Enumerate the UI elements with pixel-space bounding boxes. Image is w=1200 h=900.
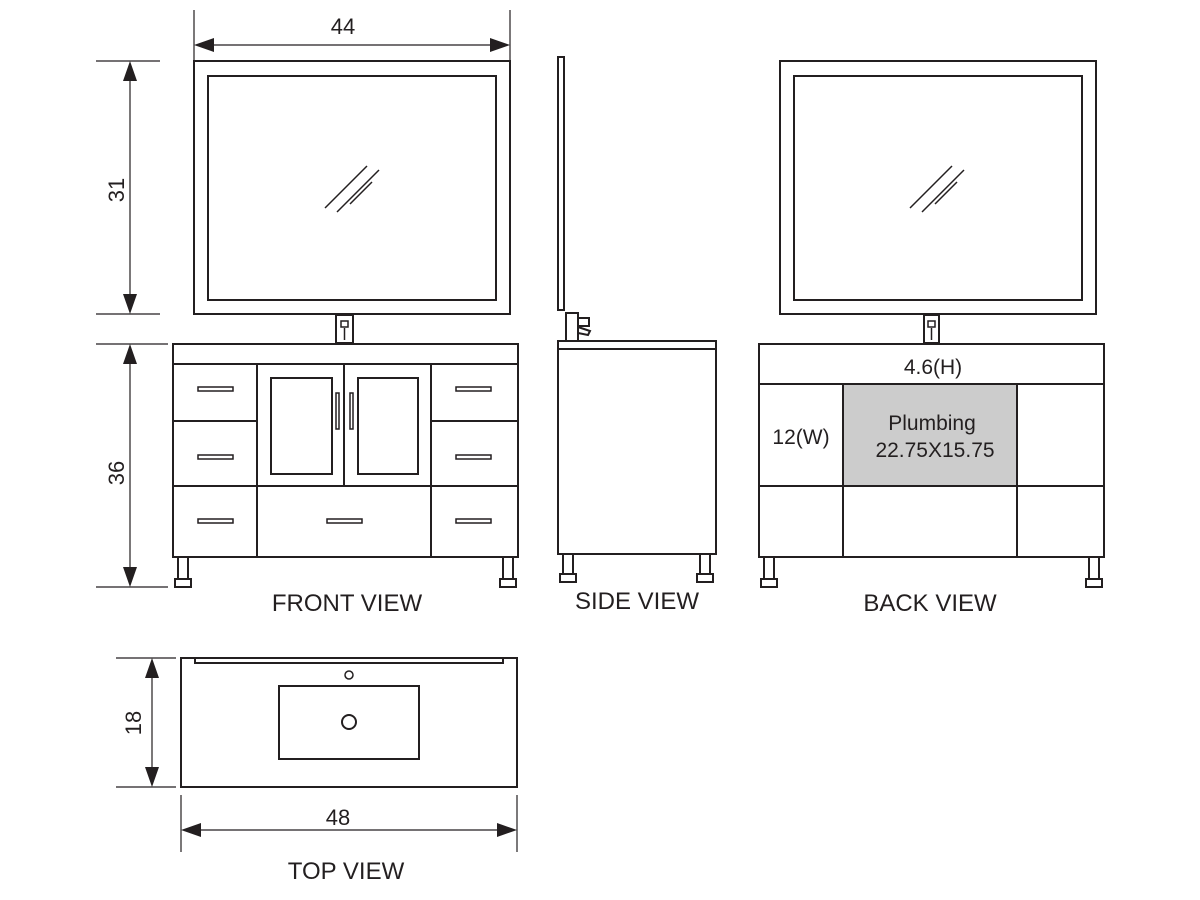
- cabinet-height-dimension: 36: [96, 343, 168, 588]
- mirror-height-dimension: 31: [96, 60, 160, 315]
- sink-basin: [278, 685, 420, 760]
- back-height-note: 4.6(H): [904, 356, 962, 379]
- front-view-label: FRONT VIEW: [272, 590, 423, 617]
- sink-drain: [341, 714, 357, 730]
- back-view: 4.6(H) 12(W) Plumbing 22.75X15.75 BACK V…: [758, 60, 1105, 617]
- plumbing-title: Plumbing: [888, 412, 976, 435]
- mirror-width-dimension: 44: [193, 10, 511, 60]
- plumbing-cutout: [842, 383, 1018, 487]
- top-width-label: 48: [326, 805, 350, 830]
- side-view-label: SIDE VIEW: [575, 588, 699, 615]
- back-cabinet: [758, 343, 1105, 588]
- side-cabinet: [557, 340, 717, 583]
- top-depth-label: 18: [121, 711, 146, 735]
- side-view: SIDE VIEW: [557, 56, 717, 615]
- top-depth-dimension: 18: [116, 657, 176, 788]
- front-cabinet: [172, 343, 519, 588]
- back-mirror: [779, 60, 1097, 315]
- front-faucet: [335, 314, 354, 344]
- mirror-height-label: 31: [104, 178, 129, 202]
- front-mirror: [193, 60, 511, 315]
- plumbing-size: 22.75X15.75: [875, 439, 994, 462]
- back-width-note: 12(W): [772, 426, 829, 449]
- side-faucet: [565, 312, 592, 342]
- top-view: 18 48 TOP VIEW: [116, 657, 518, 885]
- back-faucet: [923, 314, 940, 344]
- front-view: 44 31 36: [96, 10, 519, 617]
- back-view-label: BACK VIEW: [863, 590, 997, 617]
- side-mirror: [557, 56, 565, 311]
- mirror-width-label: 44: [331, 14, 355, 39]
- top-width-dimension: 48: [180, 795, 518, 852]
- top-view-label: TOP VIEW: [288, 858, 405, 885]
- countertop: [180, 657, 518, 788]
- cabinet-height-label: 36: [104, 461, 129, 485]
